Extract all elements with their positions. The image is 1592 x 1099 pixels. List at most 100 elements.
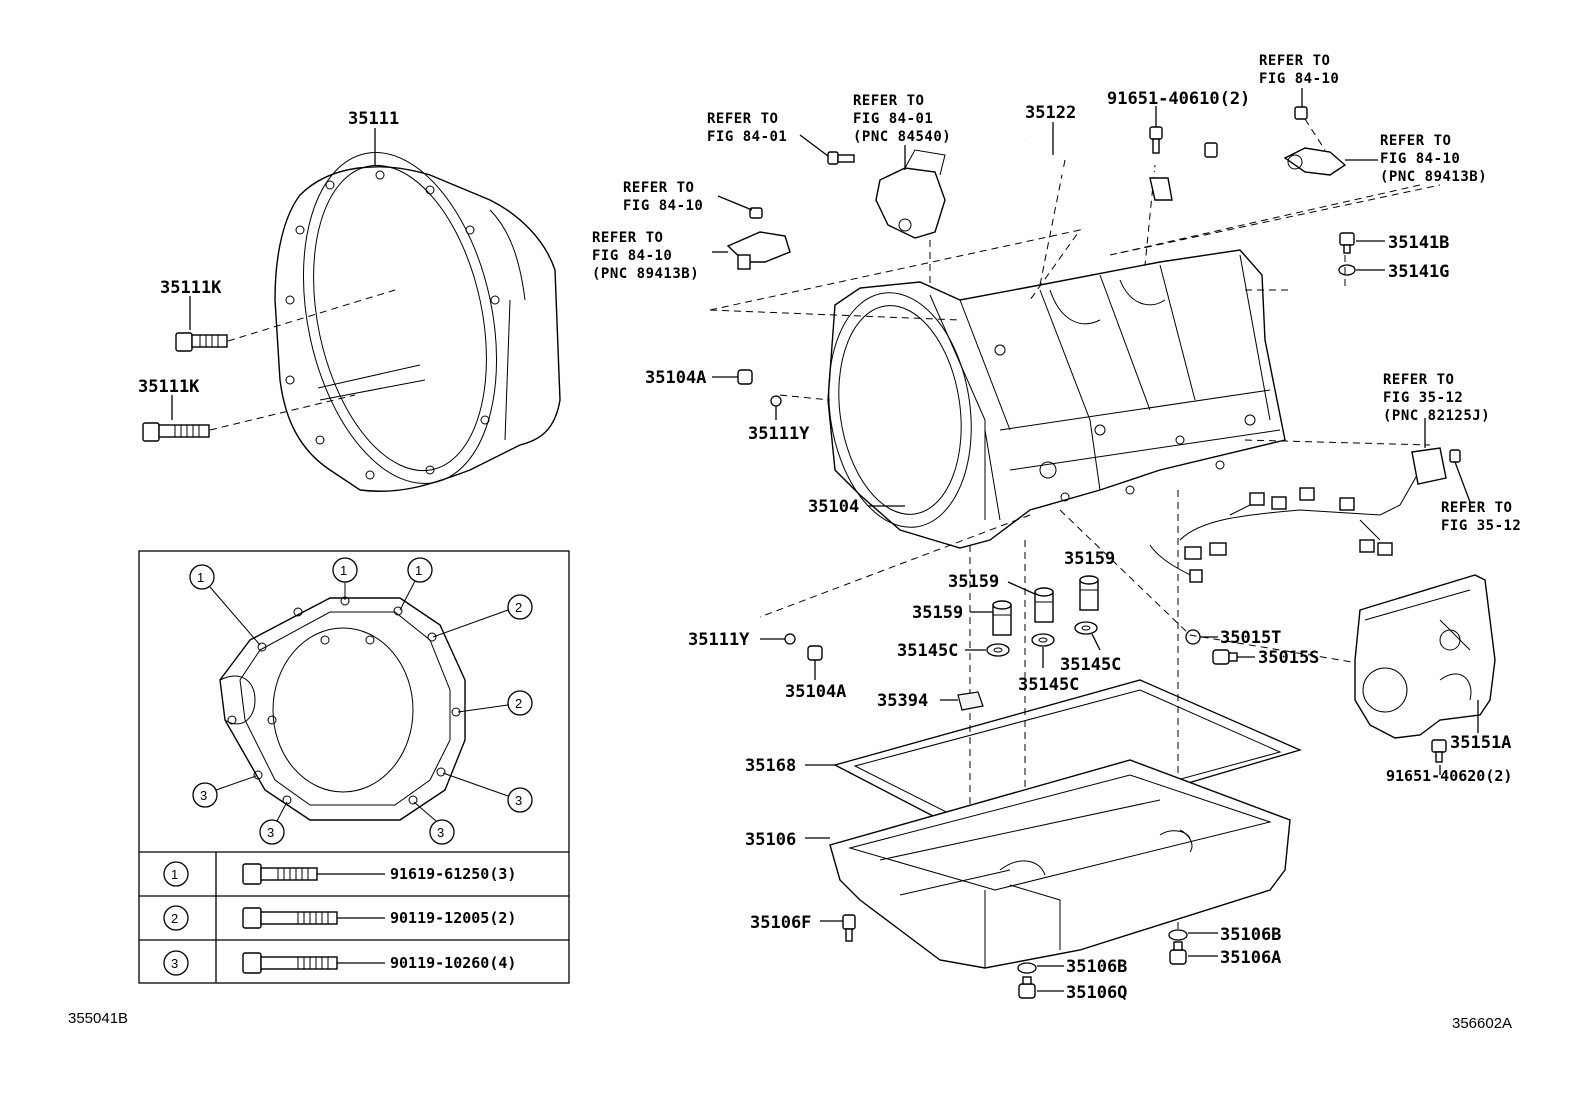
label-35111k-upper: 35111K xyxy=(160,278,222,298)
oil-pan-35106 xyxy=(829,759,1291,969)
washer-35106b-bottom xyxy=(1017,962,1037,974)
sensor-bolt-fig8401 xyxy=(827,151,855,165)
label-35106a: 35106A xyxy=(1220,948,1281,968)
svg-text:REFER TO: REFER TO xyxy=(1441,500,1512,516)
reference-note-fig3512: REFER TO FIG 35-12 xyxy=(1441,500,1521,534)
svg-text:(PNC 89413B): (PNC 89413B) xyxy=(1380,169,1487,185)
svg-text:FIG 84-01: FIG 84-01 xyxy=(853,111,933,127)
bolt-table-row-3: 3 90119-10260(4) xyxy=(163,950,516,976)
converter-housing-35111 xyxy=(274,152,561,492)
magnet-35394 xyxy=(957,691,984,711)
label-35111y-lower: 35111Y xyxy=(688,630,750,650)
reference-note-fig8410-pnc89413b-right: REFER TO FIG 84-10 (PNC 89413B) xyxy=(1380,133,1487,185)
label-35394: 35394 xyxy=(877,691,928,711)
label-35111k-lower: 35111K xyxy=(138,377,200,397)
callout-marker: 3 xyxy=(515,793,522,808)
reference-note-fig8410-left: REFER TO FIG 84-10 xyxy=(623,180,703,214)
reference-note-fig8401: REFER TO FIG 84-01 xyxy=(707,111,787,145)
bolt-91651-40620 xyxy=(1431,739,1447,763)
label-91651-40610: 91651-40610(2) xyxy=(1107,89,1250,109)
table-key: 3 xyxy=(171,956,178,971)
oring-35015t xyxy=(1185,629,1201,645)
table-part-number: 90119-10260(4) xyxy=(390,954,516,972)
gasket-35145c-left xyxy=(986,643,1010,657)
reference-note-fig8410-pnc89413b-left: REFER TO FIG 84-10 (PNC 89413B) xyxy=(592,230,699,282)
svg-text:(PNC 84540): (PNC 84540) xyxy=(853,129,951,145)
callout-marker: 3 xyxy=(267,825,274,840)
svg-text:(PNC 89413B): (PNC 89413B) xyxy=(592,266,699,282)
label-35159-mid: 35159 xyxy=(948,572,999,592)
bolt-table-row-2: 2 90119-12005(2) xyxy=(163,905,516,931)
cover-35151a xyxy=(1354,574,1496,739)
wire-harness xyxy=(1149,447,1461,583)
svg-text:FIG 35-12: FIG 35-12 xyxy=(1441,518,1521,534)
svg-text:REFER TO: REFER TO xyxy=(1259,53,1330,69)
svg-text:REFER TO: REFER TO xyxy=(853,93,924,109)
svg-text:FIG 84-10: FIG 84-10 xyxy=(1259,71,1339,87)
inset-callouts: 1 1 1 2 2 3 3 3 3 xyxy=(189,557,533,845)
oring-35111y-lower xyxy=(784,633,796,645)
svg-text:REFER TO: REFER TO xyxy=(623,180,694,196)
reference-note-fig8401-pnc84540: REFER TO FIG 84-01 (PNC 84540) xyxy=(853,93,951,145)
plug-35106q xyxy=(1018,976,1036,999)
reference-note-fig3512-pnc82125j: REFER TO FIG 35-12 (PNC 82125J) xyxy=(1383,372,1490,424)
label-35151a: 35151A xyxy=(1450,733,1511,753)
label-35122: 35122 xyxy=(1025,103,1076,123)
table-part-number: 91619-61250(3) xyxy=(390,865,516,883)
label-35159-left: 35159 xyxy=(912,603,963,623)
label-35106f: 35106F xyxy=(750,913,811,933)
callout-marker: 3 xyxy=(200,788,207,803)
bolt-table-row-1: 1 91619-61250(3) xyxy=(163,861,516,887)
callout-marker: 1 xyxy=(340,563,347,578)
svg-text:FIG 84-01: FIG 84-01 xyxy=(707,129,787,145)
gasket-35145c-right xyxy=(1074,621,1098,635)
reference-note-fig8410-right: REFER TO FIG 84-10 xyxy=(1259,53,1339,87)
label-35111: 35111 xyxy=(348,109,399,129)
plug-35015s xyxy=(1212,649,1238,665)
svg-text:REFER TO: REFER TO xyxy=(1383,372,1454,388)
plug-35159-mid xyxy=(1034,587,1054,623)
plug-35104a-lower xyxy=(807,645,823,661)
diagram-code-left: 355041B xyxy=(68,1010,128,1027)
label-35015t: 35015T xyxy=(1220,628,1281,648)
oring-35111y-upper xyxy=(770,395,782,407)
bolt-35111k-upper xyxy=(175,332,228,352)
table-key: 2 xyxy=(171,911,178,926)
speed-sensor-left xyxy=(726,231,791,270)
label-35145c-mid: 35145C xyxy=(1018,675,1079,695)
bolt-35111k-lower xyxy=(142,422,210,442)
label-35159-right: 35159 xyxy=(1064,549,1115,569)
washer-35141g xyxy=(1338,264,1356,276)
label-35106b-bottom: 35106B xyxy=(1066,957,1127,977)
label-91651-40620: 91651-40620(2) xyxy=(1386,767,1512,785)
table-key: 1 xyxy=(171,867,178,882)
svg-text:FIG 84-10: FIG 84-10 xyxy=(592,248,672,264)
label-35141g: 35141G xyxy=(1388,262,1449,282)
callout-marker: 2 xyxy=(515,600,522,615)
label-35145c-right: 35145C xyxy=(1060,655,1121,675)
label-35106: 35106 xyxy=(745,830,796,850)
label-35145c-left: 35145C xyxy=(897,641,958,661)
callout-marker: 3 xyxy=(437,825,444,840)
svg-text:REFER TO: REFER TO xyxy=(707,111,778,127)
sensor-bolt-fig8410-right xyxy=(1294,106,1308,120)
bolt-35141b xyxy=(1339,232,1355,254)
callout-marker: 1 xyxy=(415,563,422,578)
svg-text:FIG 84-10: FIG 84-10 xyxy=(1380,151,1460,167)
svg-text:FIG 84-10: FIG 84-10 xyxy=(623,198,703,214)
svg-text:FIG 35-12: FIG 35-12 xyxy=(1383,390,1463,406)
label-35104: 35104 xyxy=(808,497,859,517)
sensor-bolt-fig8410-left xyxy=(749,207,763,219)
label-35104a-upper: 35104A xyxy=(645,368,706,388)
plug-35104a-upper xyxy=(737,369,753,385)
gasket-35145c-mid xyxy=(1031,633,1055,647)
callout-marker: 2 xyxy=(515,696,522,711)
label-35141b: 35141B xyxy=(1388,233,1449,253)
label-35106b-right: 35106B xyxy=(1220,925,1281,945)
oil-pipe-35122 xyxy=(1023,138,1218,201)
plug-35159-right xyxy=(1079,575,1099,611)
diagram-code-right: 356602A xyxy=(1452,1015,1512,1032)
label-35168: 35168 xyxy=(745,756,796,776)
svg-text:(PNC 82125J): (PNC 82125J) xyxy=(1383,408,1490,424)
bolt-91651-40610 xyxy=(1149,126,1163,154)
